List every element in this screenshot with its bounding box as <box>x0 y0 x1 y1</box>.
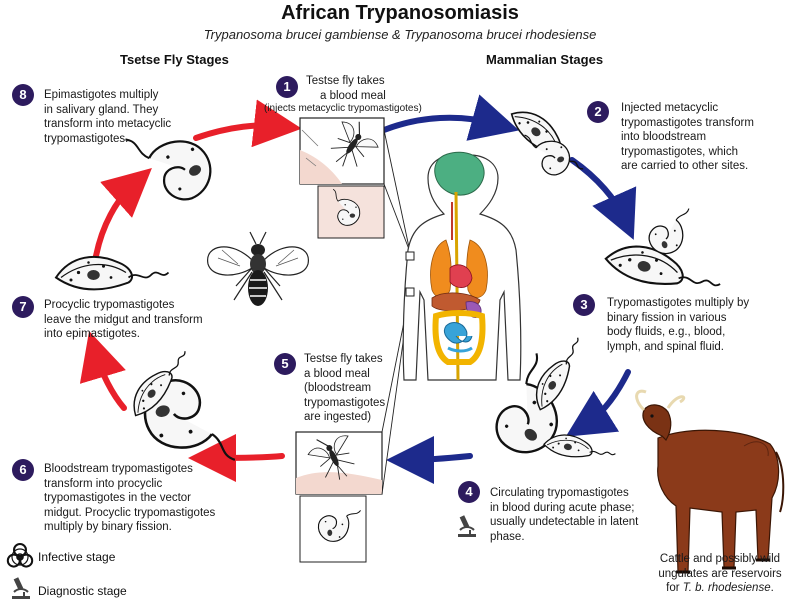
parasite-procyclic <box>55 255 170 291</box>
step-4-text: Circulating trypomastigotes in blood dur… <box>490 486 638 544</box>
arrow-6-to-7 <box>79 331 127 411</box>
fly-bite-box-top <box>299 113 411 253</box>
step-2-line: trypomastigotes, which <box>621 145 738 158</box>
step-8-line: transform into metacyclic <box>44 118 172 130</box>
step-7-line: into epimastigotes. <box>44 328 140 340</box>
step-2-line: Injected metacyclic <box>621 102 719 114</box>
step-4-line: Circulating trypomastigotes <box>490 487 629 499</box>
reservoir-line: for T. b. rhodesiense. <box>644 581 796 596</box>
step-1-line: a blood meal <box>320 89 386 102</box>
diagram-subtitle: Trypanosoma brucei gambiense & Trypanoso… <box>203 27 597 42</box>
step-2-line: into bloodstream <box>621 131 707 143</box>
step-badge-2: 2 <box>587 101 609 123</box>
step-3-line: Trypomastigotes multiply by <box>607 297 750 309</box>
step-6-line: midgut. Procyclic trypomastigotes <box>44 506 216 519</box>
reservoir-line: Cattle and possibly wild <box>659 553 781 565</box>
reservoir-suffix: . <box>770 582 774 594</box>
parasite-bloodstream-mammal <box>601 207 726 303</box>
step-8-line: in salivary gland. They <box>44 103 159 116</box>
arrow-4-to-5 <box>386 435 473 484</box>
reservoir-caption: Cattle and possibly wild ungulates are r… <box>644 552 796 596</box>
step-6-line: multiply by binary fission. <box>44 521 172 533</box>
arrow-8-to-1 <box>193 99 302 148</box>
step-5-text: Testse fly takes a blood meal (bloodstre… <box>304 352 385 425</box>
reservoir-line: ungulates are reservoirs <box>658 567 782 580</box>
step-4-line: usually undetectable in latent <box>490 516 639 528</box>
step-3-text: Trypomastigotes multiply by binary fissi… <box>607 296 749 354</box>
parasite-circulating <box>477 331 618 467</box>
step-badge-4: 4 <box>458 481 480 503</box>
step-badge-3: 3 <box>573 294 595 316</box>
arrow-1-to-2 <box>381 94 520 141</box>
step-3-line: binary fission in various <box>607 311 727 324</box>
heading-mammalian-stages: Mammalian Stages <box>486 52 604 67</box>
step-badge-6: 6 <box>12 459 34 481</box>
step-4-line: in blood during acute phase; <box>490 501 635 514</box>
step-badge-5: 5 <box>274 353 296 375</box>
arrow-3-to-4 <box>565 369 631 437</box>
parasite-metacyclic <box>504 100 592 182</box>
arrow-5-to-6 <box>188 433 285 482</box>
step-6-line: transform into procyclic <box>44 477 163 490</box>
step-3-line: body fluids, e.g., blood, <box>607 326 726 338</box>
step-8-line: trypomastigotes. <box>44 132 129 145</box>
step-badge-1: 1 <box>276 76 298 98</box>
step-6-text: Bloodstream trypomastigotes transform in… <box>44 462 215 535</box>
step-8-line: Epimastigotes multiply <box>44 89 159 101</box>
step-5-line: trypomastigotes <box>304 396 386 409</box>
cattle-illustration <box>635 389 785 574</box>
step-2-text: Injected metacyclic trypomastigotes tran… <box>621 101 754 174</box>
arrow-7-to-8 <box>93 168 152 259</box>
reservoir-species: T. b. rhodesiense <box>682 582 771 594</box>
heading-tsetse-fly-stages: Tsetse Fly Stages <box>120 52 229 67</box>
step-5-line: are ingested) <box>304 411 372 423</box>
step-7-line: Procyclic trypomastigotes <box>44 299 175 311</box>
legend-diagnostic-stage: Diagnostic stage <box>38 584 127 598</box>
step-1-note: (injects metacyclic trypomastigotes) <box>264 103 422 114</box>
arrow-2-to-3 <box>569 157 637 240</box>
step-5-line: a blood meal <box>304 367 370 380</box>
step-7-text: Procyclic trypomastigotes leave the midg… <box>44 298 203 342</box>
step-2-line: trypomastigotes transform <box>621 116 754 129</box>
reservoir-prefix: for <box>666 582 683 594</box>
step-1-text: Testse fly takes a blood meal <box>306 74 386 103</box>
step-5-line: (bloodstream <box>304 382 372 394</box>
step-8-text: Epimastigotes multiply in salivary gland… <box>44 88 171 146</box>
step-2-line: are carried to other sites. <box>621 160 749 172</box>
step-6-line: trypomastigotes in the vector <box>44 492 192 504</box>
step-5-line: Testse fly takes <box>304 353 383 365</box>
microscope-icon <box>12 577 30 599</box>
biohazard-icon <box>6 543 34 568</box>
step-4-line: phase. <box>490 530 525 543</box>
cycle-arrows <box>79 94 637 484</box>
step-badge-7: 7 <box>12 296 34 318</box>
fly-bite-box-bottom <box>295 291 411 563</box>
step-6-line: Bloodstream trypomastigotes <box>44 463 193 475</box>
step-7-line: leave the midgut and transform <box>44 313 203 326</box>
diagram-title: African Trypanosomiasis <box>281 2 519 24</box>
tsetse-fly-illustration <box>207 231 309 306</box>
legend-infective-stage: Infective stage <box>38 550 116 564</box>
step-3-line: lymph, and spinal fluid. <box>607 340 724 353</box>
step-1-line: Testse fly takes <box>306 75 385 87</box>
human-figure <box>402 151 522 381</box>
microscope-icon-step4 <box>458 515 476 537</box>
step-badge-8: 8 <box>12 84 34 106</box>
